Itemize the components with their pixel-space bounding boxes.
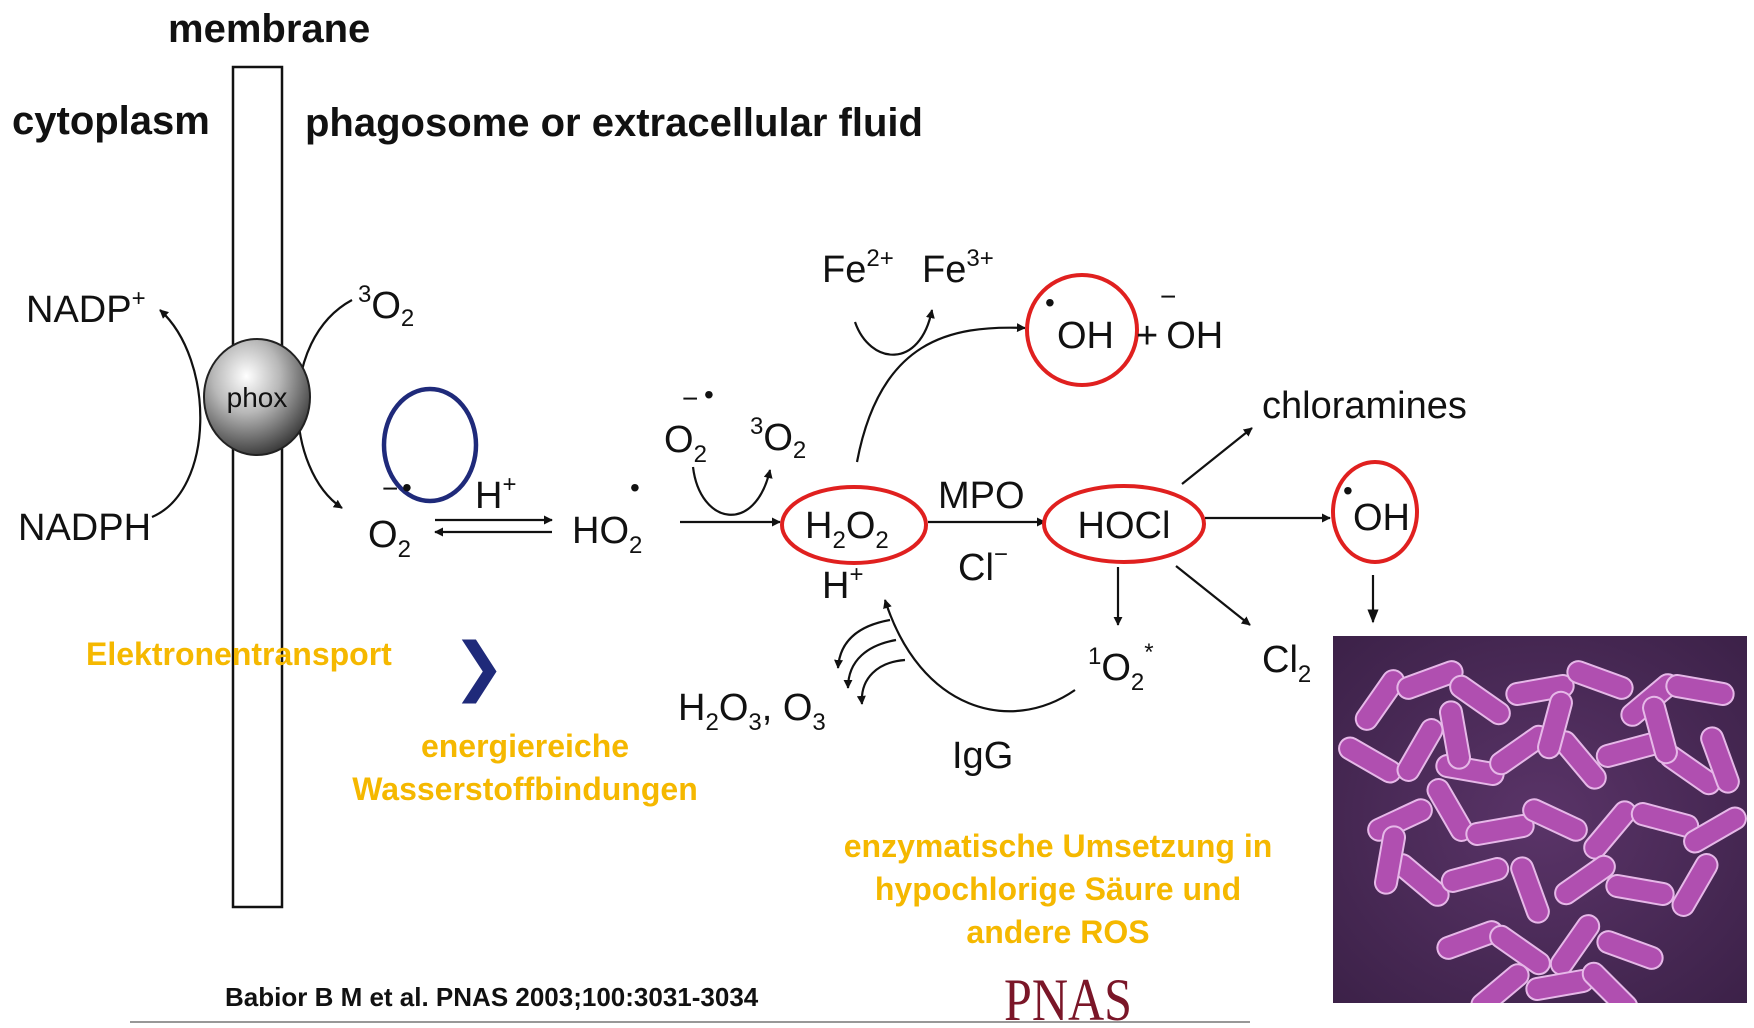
iron-2: Fe2+	[822, 245, 894, 291]
enzymatic-note-line3: andere ROS	[966, 914, 1149, 950]
bacterium-rod	[1642, 695, 1678, 765]
iron-3: Fe3+	[922, 245, 994, 291]
igg-label: IgG	[952, 735, 1013, 777]
bacterium-rod	[1537, 690, 1573, 760]
bacterium-rod	[1470, 963, 1530, 1003]
arrow-hocl-to-chlorine	[1175, 565, 1251, 626]
hydrogen-bonds-note-line2: Wasserstoffbindungen	[352, 771, 697, 807]
chloramines: chloramines	[1262, 385, 1467, 427]
proton-2: H+	[822, 561, 863, 607]
bacterium-rod	[1671, 853, 1719, 917]
arrow-h2o2-to-oh	[855, 323, 1026, 463]
bacteria-micrograph	[1333, 636, 1747, 1003]
bacterium-rod	[1700, 726, 1740, 794]
arrow-dismutation-curve	[691, 466, 773, 516]
citation: Babior B M et al. PNAS 2003;100:3031-303…	[225, 982, 759, 1012]
superoxide-2-radical-dot: •	[704, 379, 714, 410]
arrow-ozone-curve-1	[834, 618, 891, 669]
hocl-highlight-ring	[1042, 484, 1206, 564]
bacterium-rod	[1439, 700, 1471, 770]
hydroxide-charge: −	[1160, 281, 1176, 312]
phox-label: phox	[227, 382, 288, 413]
bacterium-rod	[1367, 798, 1433, 842]
bacterium-rod	[1374, 825, 1406, 895]
bacterium-rod	[1566, 660, 1634, 700]
superoxide: O2	[368, 514, 411, 563]
superoxide-radical-dot: •	[402, 472, 412, 503]
superoxide-2-charge: −	[682, 383, 698, 414]
bacterium-rod	[1554, 854, 1616, 906]
h2o2-highlight-ring	[780, 485, 928, 565]
membrane-label: membrane	[168, 7, 370, 51]
arrow-singlet-o2-to-ozone	[883, 599, 1076, 713]
bacterium-rod	[1489, 924, 1551, 976]
next-arrow-glyph: ❯	[452, 630, 506, 704]
mpo-label: MPO	[938, 475, 1025, 517]
nadp-plus: NADP+	[26, 285, 146, 331]
oh-radical-1-dot: •	[1045, 287, 1055, 318]
hydrogen-bonds-note-line1: energiereiche	[421, 728, 629, 764]
extracellular-label: phagosome or extracellular fluid	[305, 101, 923, 145]
cytoplasm-label: cytoplasm	[12, 99, 210, 143]
bacterium-rod	[1354, 669, 1406, 731]
membrane-bar	[231, 65, 284, 909]
bacterium-rod	[1522, 798, 1588, 842]
dihydrogen-trioxide-ozone: H2O3, O3	[678, 687, 826, 736]
bacterium-rod	[1449, 674, 1511, 726]
bacterium-rod	[1581, 961, 1639, 1003]
bacterium-rod	[1440, 857, 1510, 893]
hydroxide-plus: +OH	[1136, 315, 1223, 357]
bacterium-rod	[1665, 674, 1735, 706]
enzymatic-note-line2: hypochlorige Säure und	[875, 871, 1241, 907]
enzymatic-note-line1: enzymatische Umsetzung in	[844, 828, 1273, 864]
ho2-radical-dot: •	[630, 472, 640, 503]
bacteria-cells	[1338, 660, 1747, 1003]
proton-1: H+	[475, 471, 516, 517]
hydroperoxyl: HO2	[572, 510, 642, 559]
bacterium-rod	[1396, 718, 1444, 782]
singlet-oxygen: 1O2*	[1088, 639, 1154, 696]
bacterium-rod	[1605, 874, 1675, 906]
superoxide-2: O2	[664, 419, 707, 468]
chlorine: Cl2	[1262, 639, 1311, 688]
oh-radical-1-ring	[1025, 273, 1139, 387]
hydroxyl-radical-2: OH	[1353, 497, 1410, 539]
pnas-logo: PNAS	[1004, 967, 1132, 1028]
triplet-oxygen-1: 3O2	[358, 281, 414, 332]
hypochlorous-acid: HOCl	[1078, 505, 1171, 547]
arrow-ozone-curve-3	[856, 658, 906, 705]
bacterium-rod	[1549, 914, 1601, 976]
hydroxyl-radical-1: OH	[1057, 315, 1114, 357]
bacterium-rod	[1396, 660, 1464, 700]
phox-sphere	[203, 338, 311, 456]
bacterium-rod	[1683, 806, 1747, 854]
arrow-fenton-iron	[853, 309, 935, 356]
arrow-nadph-to-nadp	[151, 309, 202, 519]
arrow-ozone-curve-2	[843, 638, 897, 689]
triplet-oxygen-2: 3O2	[750, 413, 806, 464]
hydrogen-peroxide: H2O2	[805, 505, 889, 554]
oh-radical-2-dot: •	[1343, 475, 1353, 506]
arrow-hocl-to-chloramines	[1181, 427, 1253, 485]
bacterium-rod	[1465, 814, 1535, 846]
bacterium-rod	[1510, 856, 1550, 924]
bacterium-rod	[1596, 930, 1664, 970]
chloride: Cl−	[958, 541, 1008, 589]
electron-transport-note: Elektronentransport	[86, 636, 392, 672]
superoxide-charge: −	[382, 473, 398, 504]
superoxide-focus-ring	[381, 386, 479, 504]
nadph: NADPH	[18, 507, 151, 549]
bacterium-rod	[1583, 800, 1637, 860]
oh-radical-2-ring	[1331, 460, 1419, 564]
